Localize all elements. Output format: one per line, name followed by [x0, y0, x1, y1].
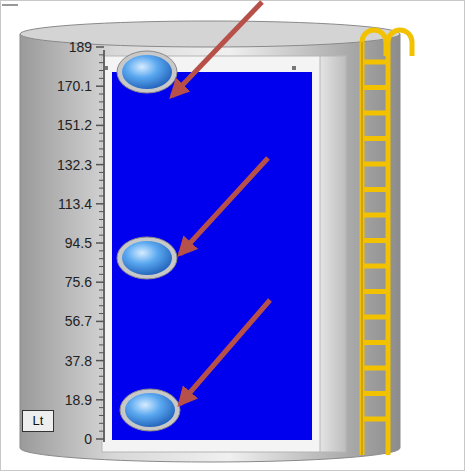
scale-value: 132.3 [57, 157, 92, 173]
scale-value: 113.4 [58, 196, 92, 212]
scale-value: 18.9 [65, 392, 92, 408]
scale-value: 189 [69, 39, 92, 55]
liquid-fill [112, 72, 312, 440]
unit-label: Lt [33, 413, 44, 428]
scale-ticks [96, 47, 104, 439]
pointer-arrow [180, 158, 268, 254]
window-frame [102, 56, 346, 452]
scale-value: 37.8 [65, 353, 92, 369]
scale-value: 151.2 [57, 117, 92, 133]
level-sensor [117, 51, 177, 93]
corner-mark [2, 4, 18, 6]
level-sensor [117, 237, 177, 279]
unit-box: Lt [22, 410, 54, 432]
scale-value: 75.6 [65, 274, 92, 290]
scale-bar [103, 50, 105, 442]
ladder [362, 30, 412, 455]
pointer-arrow [180, 300, 270, 404]
side-panel [320, 56, 346, 452]
scale-value: 94.5 [65, 235, 92, 251]
scale-value: 0 [84, 431, 92, 447]
tank-body [20, 34, 400, 462]
scale-value: 170.1 [57, 78, 92, 94]
scale-value: 56.7 [65, 313, 92, 329]
level-sensor [120, 389, 180, 431]
pointer-arrow [172, 2, 262, 96]
